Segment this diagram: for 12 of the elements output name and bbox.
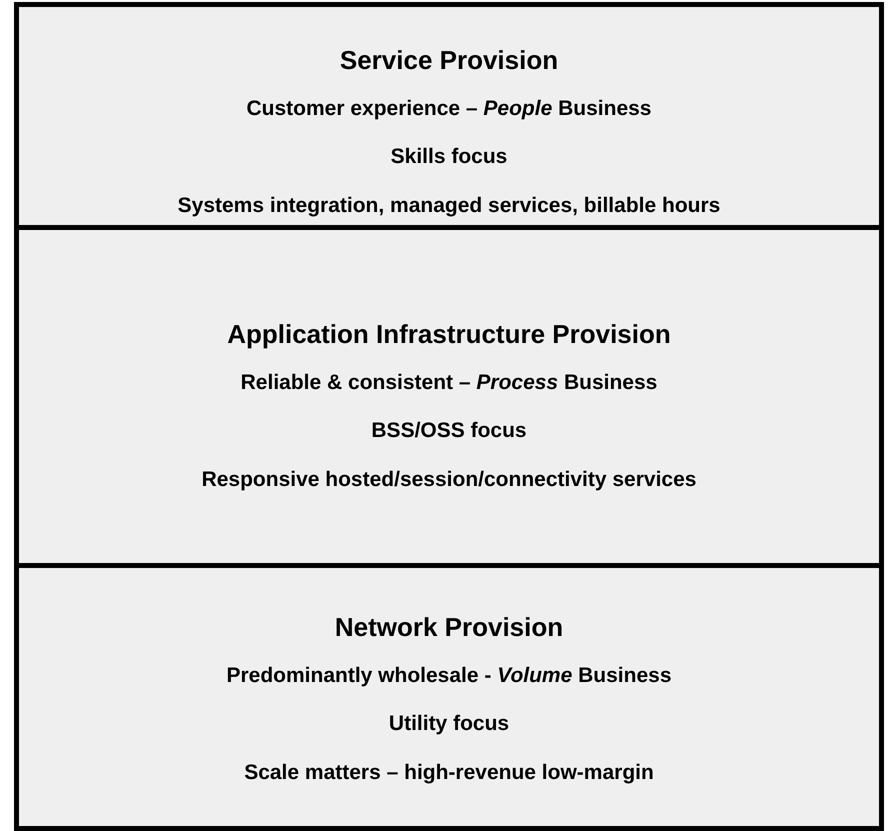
layer-title: Application Infrastructure Provision [227, 319, 671, 350]
layer-description: Scale matters – high-revenue low-margin [244, 760, 654, 785]
layer-description: Skills focus [390, 144, 508, 170]
layer-description: Predominantly wholesale - Volume Business [226, 663, 672, 688]
layer-title: Network Provision [334, 612, 564, 644]
layer-description: Systems integration, managed services, billable hours [178, 192, 720, 218]
layer-title: Service Provision [340, 45, 558, 76]
layer-description: BSS/OSS focus [371, 418, 527, 444]
layer-description: Reliable & consistent – Process Business [240, 370, 658, 396]
layer-description: Utility focus [388, 711, 510, 737]
layer-description: Responsive hosted/session/connectivity services [202, 466, 696, 492]
layer-description: Customer experience – People Business [246, 96, 652, 122]
